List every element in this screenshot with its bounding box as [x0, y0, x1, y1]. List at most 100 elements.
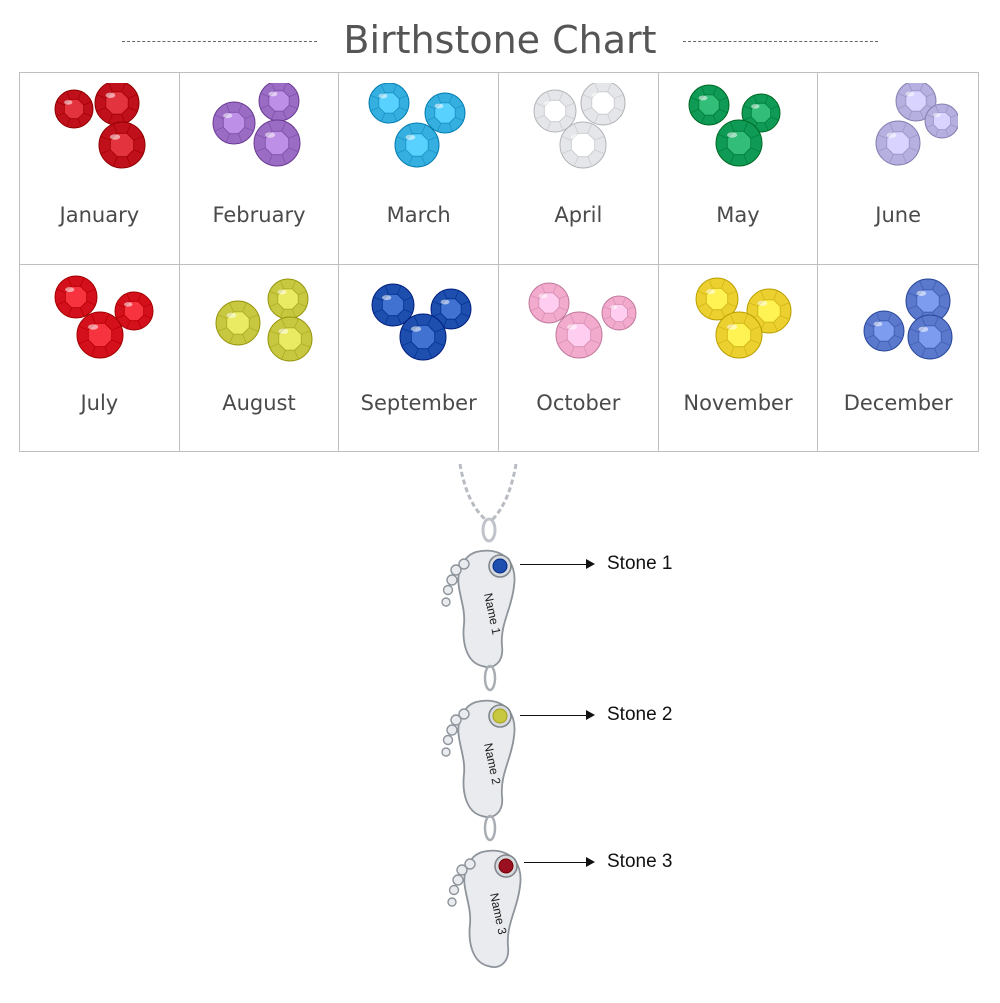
toe — [458, 558, 470, 570]
bail-ring — [481, 517, 497, 543]
callout-line — [520, 564, 586, 565]
month-label: May — [716, 203, 760, 227]
gemstone — [430, 288, 472, 330]
month-cell-april: April — [499, 73, 659, 265]
stone-label: Stone 2 — [607, 704, 673, 725]
callout-line — [524, 862, 586, 863]
gemstone — [94, 83, 140, 126]
gemstone — [688, 84, 730, 126]
gemstone — [54, 89, 94, 129]
toe — [458, 708, 470, 720]
gemstone — [580, 83, 626, 126]
right-dashed-rule — [683, 41, 878, 42]
month-cell-december: December — [818, 265, 978, 451]
toe — [447, 897, 457, 907]
month-cell-january: January — [20, 73, 180, 265]
gemstone — [907, 314, 953, 360]
stone-label: Stone 1 — [607, 553, 673, 574]
birthstone-gems-image — [695, 277, 792, 359]
birthstone-gems-image — [54, 275, 154, 359]
stone-label: Stone 3 — [607, 851, 673, 872]
gemstone — [371, 283, 415, 327]
gemstone — [399, 313, 447, 361]
toe — [442, 584, 454, 596]
month-cell-july: July — [20, 265, 180, 451]
gemstone — [267, 316, 313, 362]
month-cell-october: October — [499, 265, 659, 451]
month-label: July — [80, 391, 119, 415]
month-cell-march: March — [339, 73, 499, 265]
gemstone — [601, 295, 637, 331]
gemstone — [533, 89, 577, 133]
birthstone-gems-image — [875, 83, 959, 166]
month-label: September — [360, 391, 477, 415]
gemstone — [924, 103, 959, 139]
month-cell-february: February — [179, 73, 340, 265]
month-cell-september: September — [339, 265, 499, 451]
toe — [448, 884, 460, 896]
gemstone — [875, 120, 921, 166]
birthstone — [492, 558, 508, 574]
arrow-right-icon — [586, 710, 595, 720]
gemstone — [253, 119, 301, 167]
birthstone-gems-image — [528, 282, 637, 359]
gemstone — [559, 121, 607, 169]
month-label: January — [59, 203, 140, 227]
toe — [450, 564, 462, 576]
gemstone — [555, 311, 603, 359]
chart-title: Birthstone Chart — [343, 18, 657, 62]
gemstone — [863, 310, 905, 352]
gemstone — [76, 311, 124, 359]
gemstone — [267, 278, 309, 320]
month-cell-june: June — [818, 73, 978, 265]
jump-ring — [483, 664, 497, 692]
gemstone — [715, 119, 763, 167]
birthstone — [498, 858, 514, 874]
gemstone — [741, 93, 781, 133]
birthstone-gems-image — [863, 278, 953, 360]
month-cell-august: August — [180, 265, 340, 451]
left-dashed-rule — [122, 41, 317, 42]
gemstone — [715, 311, 763, 359]
birthstone — [492, 708, 508, 724]
gemstone — [114, 291, 154, 331]
gemstone — [215, 300, 261, 346]
jump-ring — [483, 814, 497, 842]
gemstone — [258, 83, 300, 122]
toe — [452, 874, 464, 886]
month-cell-may: May — [658, 73, 819, 265]
gemstone — [528, 282, 570, 324]
birthstone-gems-image — [368, 83, 466, 168]
foot-charm-3: Name 3 — [447, 849, 522, 968]
chain-right — [490, 463, 518, 522]
month-label: December — [843, 391, 953, 415]
gemstone — [54, 275, 98, 319]
birthstone-gems-image — [371, 283, 472, 361]
birthstone-gems-image — [212, 83, 301, 167]
birthstone-gems-image — [688, 84, 781, 167]
foot-charm-1: Name 1 — [441, 549, 516, 692]
toe — [441, 597, 451, 607]
month-label: April — [554, 203, 603, 227]
birthstone-gems-image — [54, 83, 146, 169]
toe — [442, 734, 454, 746]
birthstone-gems-image — [215, 278, 313, 362]
gemstone — [905, 278, 951, 324]
toe — [446, 724, 458, 736]
month-label: August — [222, 391, 296, 415]
gemstone — [695, 277, 739, 321]
toe — [450, 714, 462, 726]
arrow-right-icon — [586, 559, 595, 569]
month-label: March — [386, 203, 451, 227]
month-cell-november: November — [659, 265, 819, 451]
month-label: November — [683, 391, 793, 415]
toe — [441, 747, 451, 757]
gemstone — [212, 101, 256, 145]
birthstone-gems-image — [533, 83, 626, 169]
month-label: October — [536, 391, 621, 415]
gemstone — [98, 121, 146, 169]
callout-line — [520, 715, 586, 716]
gemstone — [368, 83, 410, 124]
